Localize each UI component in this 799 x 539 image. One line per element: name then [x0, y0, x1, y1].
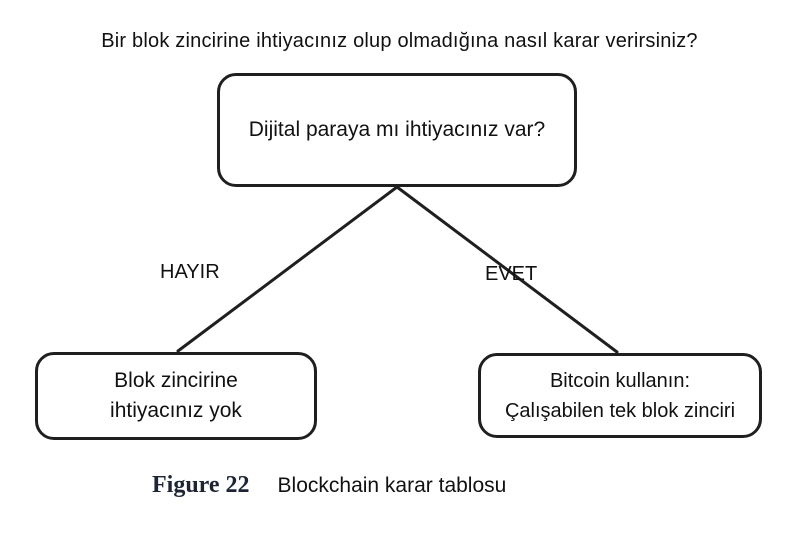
node-root-question: Dijital paraya mı ihtiyacınız var? — [217, 73, 577, 187]
node-no-blockchain-line2: ihtiyacınız yok — [110, 399, 242, 422]
node-root-question-text: Dijital paraya mı ihtiyacınız var? — [248, 118, 546, 141]
figure-caption: Figure 22 Blockchain karar tablosu — [152, 472, 506, 499]
node-use-bitcoin-line2: Çalışabilen tek blok zinciri — [504, 399, 736, 422]
node-no-blockchain-line1: Blok zincirine — [114, 369, 238, 392]
branch-label-yes: EVET — [485, 263, 538, 285]
node-no-blockchain-needed: Blok zincirine ihtiyacınız yok — [35, 352, 317, 440]
figure-caption-text: Blockchain karar tablosu — [277, 474, 507, 497]
branch-label-no: HAYIR — [160, 261, 220, 283]
node-use-bitcoin-line1: Bitcoin kullanın: — [549, 369, 691, 392]
figure-caption-label: Figure 22 — [152, 472, 250, 498]
figure-question-title: Bir blok zincirine ihtiyacınız olup olma… — [101, 30, 698, 52]
node-use-bitcoin: Bitcoin kullanın: Çalışabilen tek blok z… — [478, 353, 762, 438]
